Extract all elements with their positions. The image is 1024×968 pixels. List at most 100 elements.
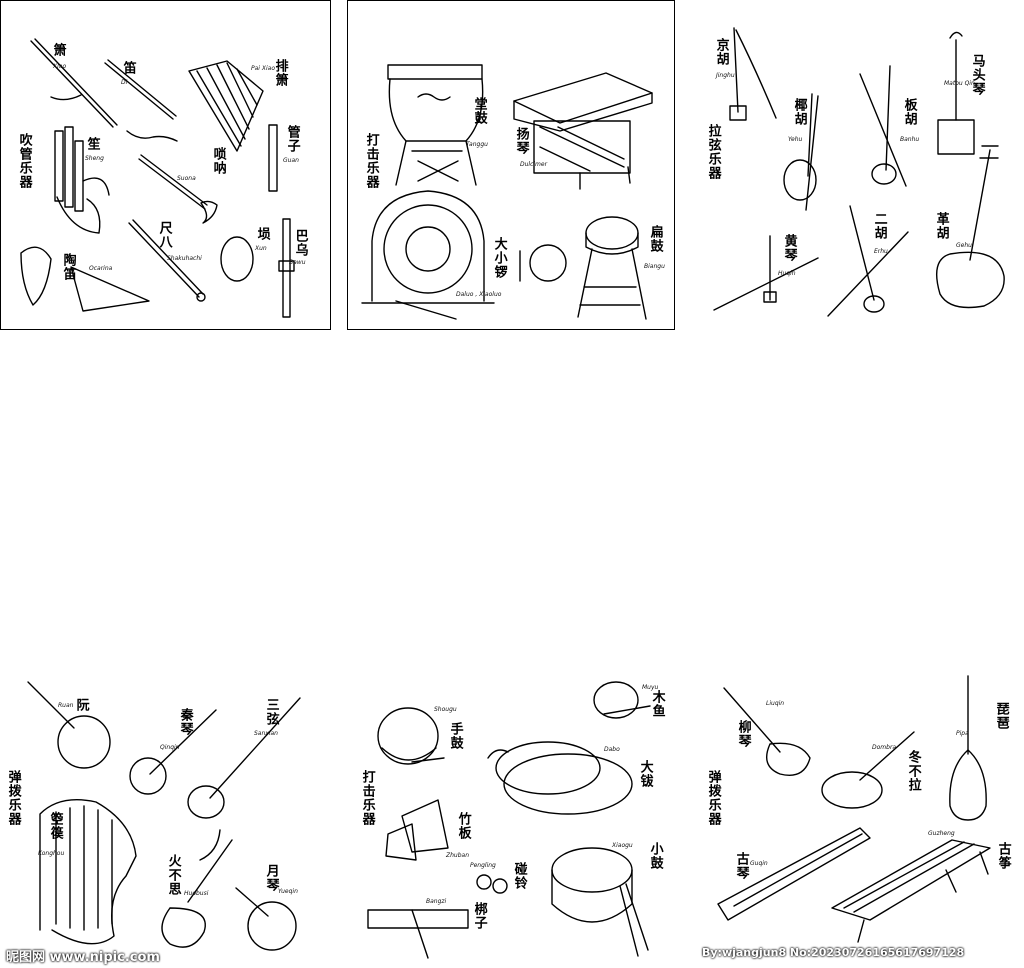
xiao-illustration — [30, 38, 118, 128]
label-xiaogu: 小鼓 — [647, 842, 663, 870]
tanggu-illustration — [387, 64, 484, 186]
label-ocarina-en: Ocarina — [89, 265, 113, 272]
label-shougu-en: Shougu — [434, 706, 457, 713]
label-qinqin-en: Qinqin — [160, 744, 180, 751]
guanzi-illustration — [268, 124, 278, 192]
label-ruan-en: Ruan — [58, 702, 74, 709]
label-tanggu: 堂鼓 — [471, 97, 487, 125]
label-xiao: 箫 — [50, 43, 66, 57]
label-paixiao: 排箫 — [272, 59, 288, 87]
label-matouqin-en: Matou Qin — [944, 80, 975, 87]
bowed-instruments-drawing — [713, 27, 1005, 317]
label-pengling-en: Pengling — [470, 862, 496, 869]
label-plucked1-category: 弹拨乐器 — [5, 770, 21, 826]
label-dongbula-en: Dombra — [872, 744, 897, 751]
plucked-right-drawing — [717, 675, 991, 943]
yangqin-illustration — [513, 72, 653, 190]
jinghu-illustration — [729, 27, 777, 121]
label-bangzi: 梆子 — [471, 902, 487, 930]
qinqin-illustration — [129, 709, 217, 795]
guzheng-illustration — [831, 839, 991, 943]
paixiao-illustration — [188, 60, 264, 152]
watermark-left: 昵图网 www.nipic.com — [6, 950, 160, 965]
label-dongbula: 冬不拉 — [905, 750, 921, 792]
yehu-illustration — [783, 93, 819, 211]
liuqin-illustration — [723, 687, 811, 776]
label-guanzi: 管子 — [284, 125, 300, 153]
label-bowed-category: 拉弦乐器 — [705, 124, 721, 180]
label-xiaogu-en: Xiaogu — [612, 842, 633, 849]
label-yueqin: 月琴 — [263, 864, 279, 892]
label-guqin-en: Guqin — [750, 860, 768, 867]
label-bawu-en: Bawu — [289, 259, 306, 266]
biangu-illustration — [577, 216, 647, 320]
label-jinghu: 京胡 — [713, 38, 729, 66]
label-guzheng: 古筝 — [995, 842, 1011, 870]
label-liuqin: 柳琴 — [735, 720, 751, 748]
label-xiao-en: Xiao — [53, 63, 67, 70]
label-qinqin: 秦琴 — [177, 708, 193, 736]
label-pipa-en: Pipa — [956, 730, 969, 737]
label-erhu-en: Erhu — [874, 248, 888, 255]
label-huqin-en: Huqin — [778, 270, 796, 277]
label-konghou-en: Konghou — [38, 850, 65, 857]
banhu-illustration — [859, 65, 907, 187]
sheng-illustration — [54, 126, 110, 234]
panel-wind-instruments: 吹管乐器 箫 Xiao 笛 Di 排箫 Pai Xiao 笙 Sheng 唢呐 … — [0, 0, 331, 330]
label-dabo-en: Dabo — [604, 746, 620, 753]
label-plucked2-category: 弹拨乐器 — [705, 770, 721, 826]
suona-illustration — [138, 154, 218, 224]
label-shougu: 手鼓 — [447, 722, 463, 750]
label-xun-en: Xun — [255, 245, 267, 252]
di-illustration — [104, 59, 178, 142]
label-perc1-category: 打击乐器 — [363, 133, 379, 189]
label-chiba: 尺八 — [156, 221, 172, 249]
wind-instruments-drawing — [20, 38, 295, 318]
label-yehu: 椰胡 — [791, 98, 807, 126]
label-sanxian: 三弦 — [263, 698, 279, 726]
pipa-illustration — [949, 675, 987, 821]
label-konghou: 箜篌 — [47, 812, 63, 840]
label-banhu-en: Banhu — [900, 136, 920, 143]
label-matouqin: 马头琴 — [969, 54, 985, 96]
label-di: 笛 — [120, 61, 136, 75]
huobusi-illustration — [161, 829, 233, 948]
gehu-illustration — [936, 145, 1005, 309]
label-biangu: 扁鼓 — [647, 225, 663, 253]
label-gehu: 革胡 — [933, 212, 949, 240]
label-paixiao-en: Pai Xiao — [251, 65, 275, 72]
shougu-illustration — [377, 707, 445, 765]
label-gehu-en: Gehu — [956, 242, 972, 249]
label-pengling: 碰铃 — [511, 862, 527, 890]
label-banhu: 板胡 — [901, 98, 917, 126]
label-di-en: Di — [121, 79, 128, 86]
label-huobusi-en: Huobusi — [184, 890, 209, 897]
label-sanxian-en: Sanxian — [254, 730, 278, 737]
panel-bowed-instruments: 拉弦乐器 京胡 Jinghu 椰胡 Yehu 板胡 Banhu 马头琴 Mato… — [694, 0, 1024, 330]
label-huqin: 黄琴 — [781, 234, 797, 262]
label-sheng: 笙 — [84, 137, 100, 151]
label-erhu: 二胡 — [871, 212, 887, 240]
label-sheng-en: Sheng — [85, 155, 104, 162]
label-guanzi-en: Guan — [283, 157, 299, 164]
gong-illustration — [361, 190, 495, 320]
label-yehu-en: Yehu — [788, 136, 803, 143]
dabo-illustration — [487, 741, 633, 815]
label-perc2-category: 打击乐器 — [359, 770, 375, 826]
label-bawu: 巴乌 — [292, 229, 308, 257]
dongbula-illustration — [821, 731, 915, 809]
label-wind-category: 吹管乐器 — [16, 133, 32, 189]
pengling-illustration — [476, 874, 508, 894]
label-zhuban: 竹板 — [455, 812, 471, 840]
label-biangu-en: Biangu — [644, 263, 665, 270]
label-tanggu-en: Tanggu — [466, 141, 488, 148]
label-chiba-en: Shakuhachi — [167, 255, 202, 262]
plucked-left-drawing — [27, 681, 301, 951]
label-luo-en: Daluo , Xiaoluo — [456, 291, 502, 298]
label-guzheng-en: Guzheng — [928, 830, 955, 837]
label-suona-en: Suona — [177, 175, 196, 182]
small-gong-illustration — [529, 244, 567, 282]
label-zhuban-en: Zhuban — [446, 852, 470, 859]
ocarina-illustration — [20, 246, 150, 312]
bangzi-illustration — [367, 909, 469, 959]
